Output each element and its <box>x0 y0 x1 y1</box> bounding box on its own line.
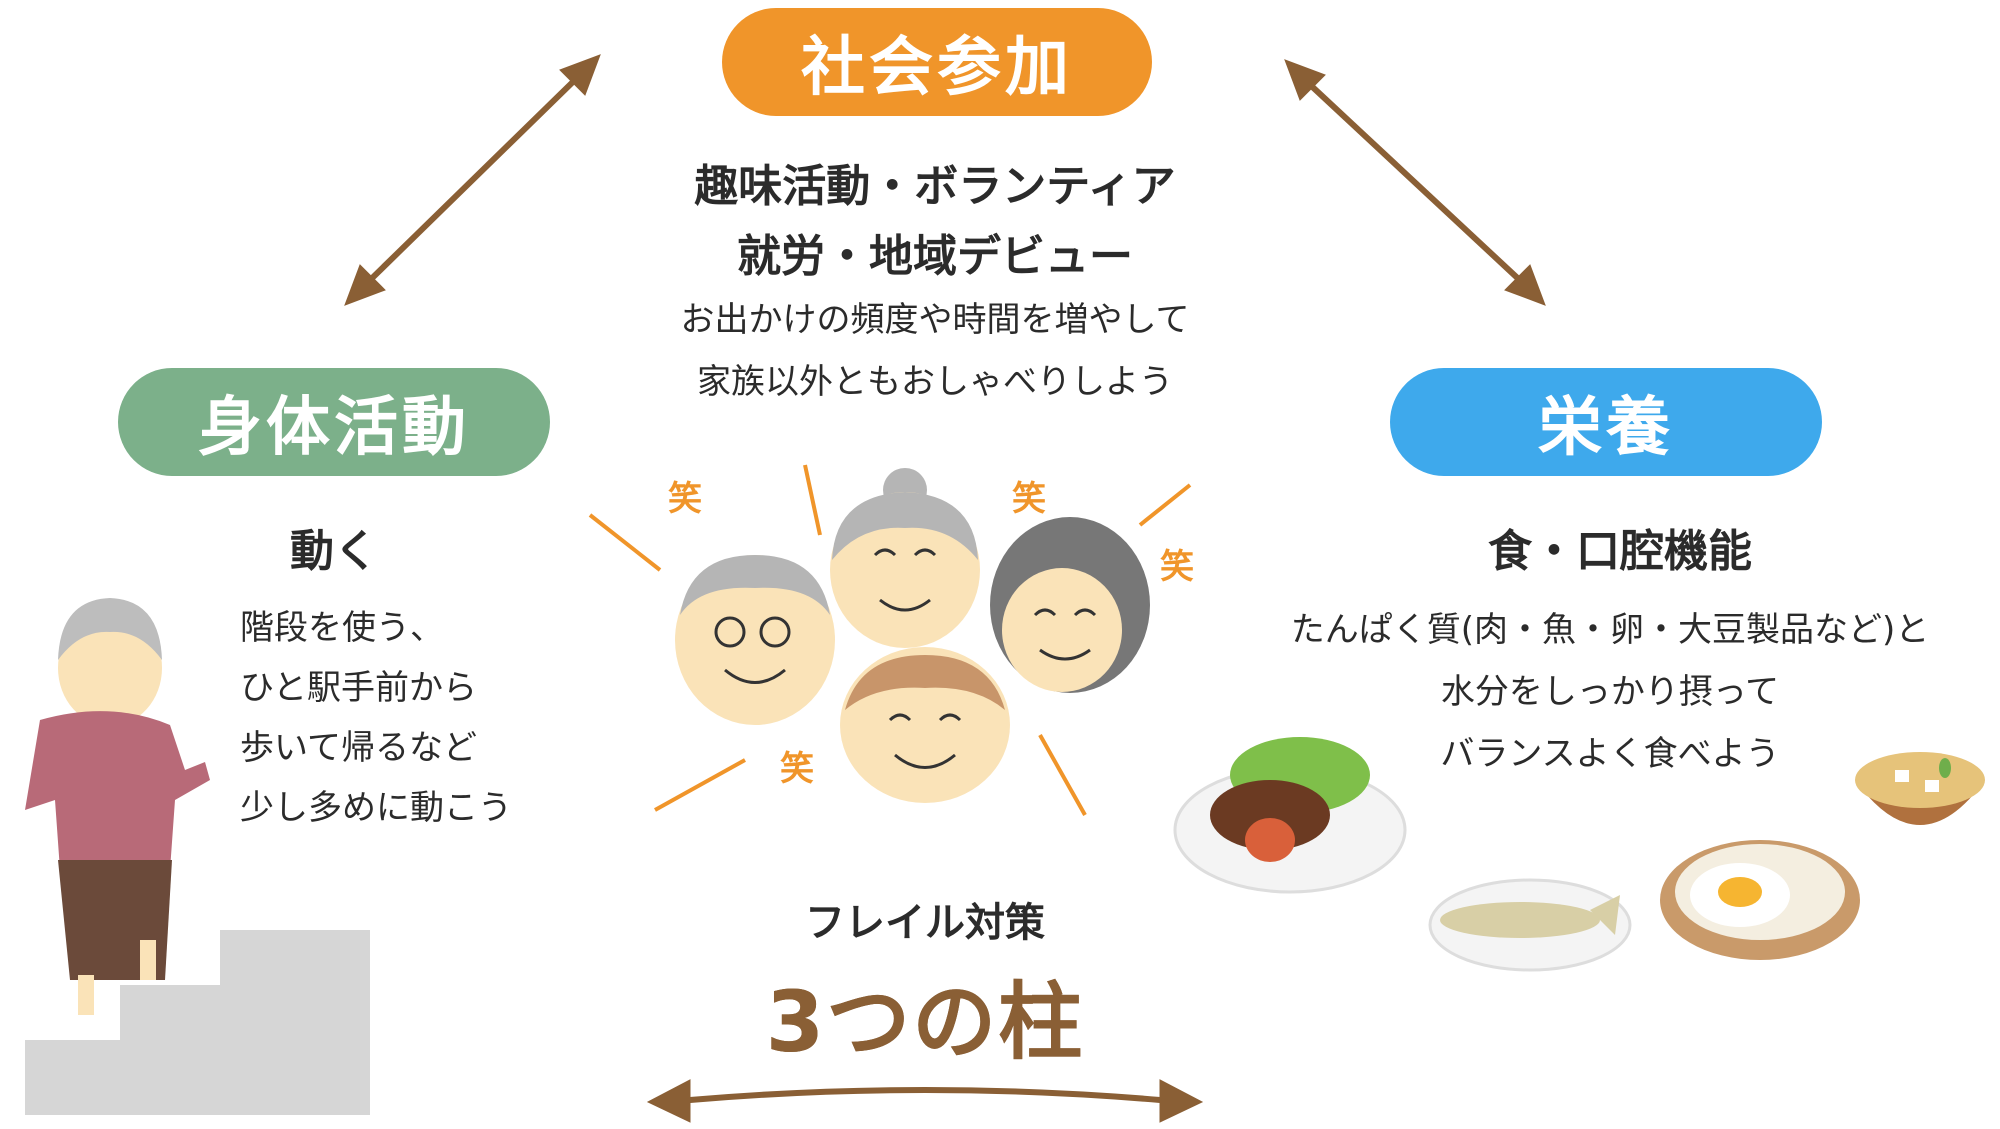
physical-heading: 動く <box>290 526 378 577</box>
physical-description-line: ひと駅手前から <box>240 668 477 708</box>
elderly-woman-icon <box>25 598 370 1115</box>
social-heading-line: 趣味活動・ボランティア <box>694 161 1176 212</box>
physical-description-line: 歩いて帰るなど <box>240 728 477 768</box>
arrow-social-physical <box>344 54 601 306</box>
three-pillars-title: 3つの柱 <box>765 973 1085 1071</box>
arrow-physical-nutrition <box>646 1079 1204 1123</box>
pill-physical-activity: 身体活動 <box>118 368 550 476</box>
physical-description-line: 少し多めに動こう <box>240 788 512 828</box>
laugh-char: 笑 <box>668 479 702 519</box>
social-description-line: お出かけの頻度や時間を増やして <box>680 300 1190 340</box>
laugh-char: 笑 <box>1012 479 1046 519</box>
nutrition-description-line: 水分をしっかり摂って <box>1440 672 1780 712</box>
laugh-rays <box>588 464 1192 816</box>
grilled-fish-icon <box>1440 895 1620 938</box>
frailty-measures-label: フレイル対策 <box>805 900 1045 946</box>
social-heading-line: 就労・地域デビュー <box>737 231 1133 282</box>
pill-nutrition: 栄養 <box>1390 368 1822 476</box>
social-description-line: 家族以外ともおしゃべりしよう <box>697 362 1173 402</box>
nutrition-description-line: バランスよく食べよう <box>1440 734 1780 774</box>
hamburg-steak-icon <box>1210 737 1370 862</box>
smiling-faces-icon <box>675 468 1150 803</box>
food-plates-icon <box>1173 737 1985 972</box>
laugh-marks: 笑 笑 笑 笑 <box>668 479 1194 789</box>
arrow-social-nutrition <box>1284 59 1546 306</box>
fried-egg-icon <box>1690 863 1790 927</box>
miso-soup-icon <box>1855 752 1985 825</box>
nutrition-description-line: たんぱく質(肉・魚・卵・大豆製品など)と <box>1290 610 1930 650</box>
pill-social-participation: 社会参加 <box>722 8 1152 116</box>
laugh-char: 笑 <box>1160 547 1194 587</box>
nutrition-heading: 食・口腔機能 <box>1488 526 1752 577</box>
physical-description-line: 階段を使う、 <box>240 608 444 648</box>
laugh-char: 笑 <box>780 749 814 789</box>
